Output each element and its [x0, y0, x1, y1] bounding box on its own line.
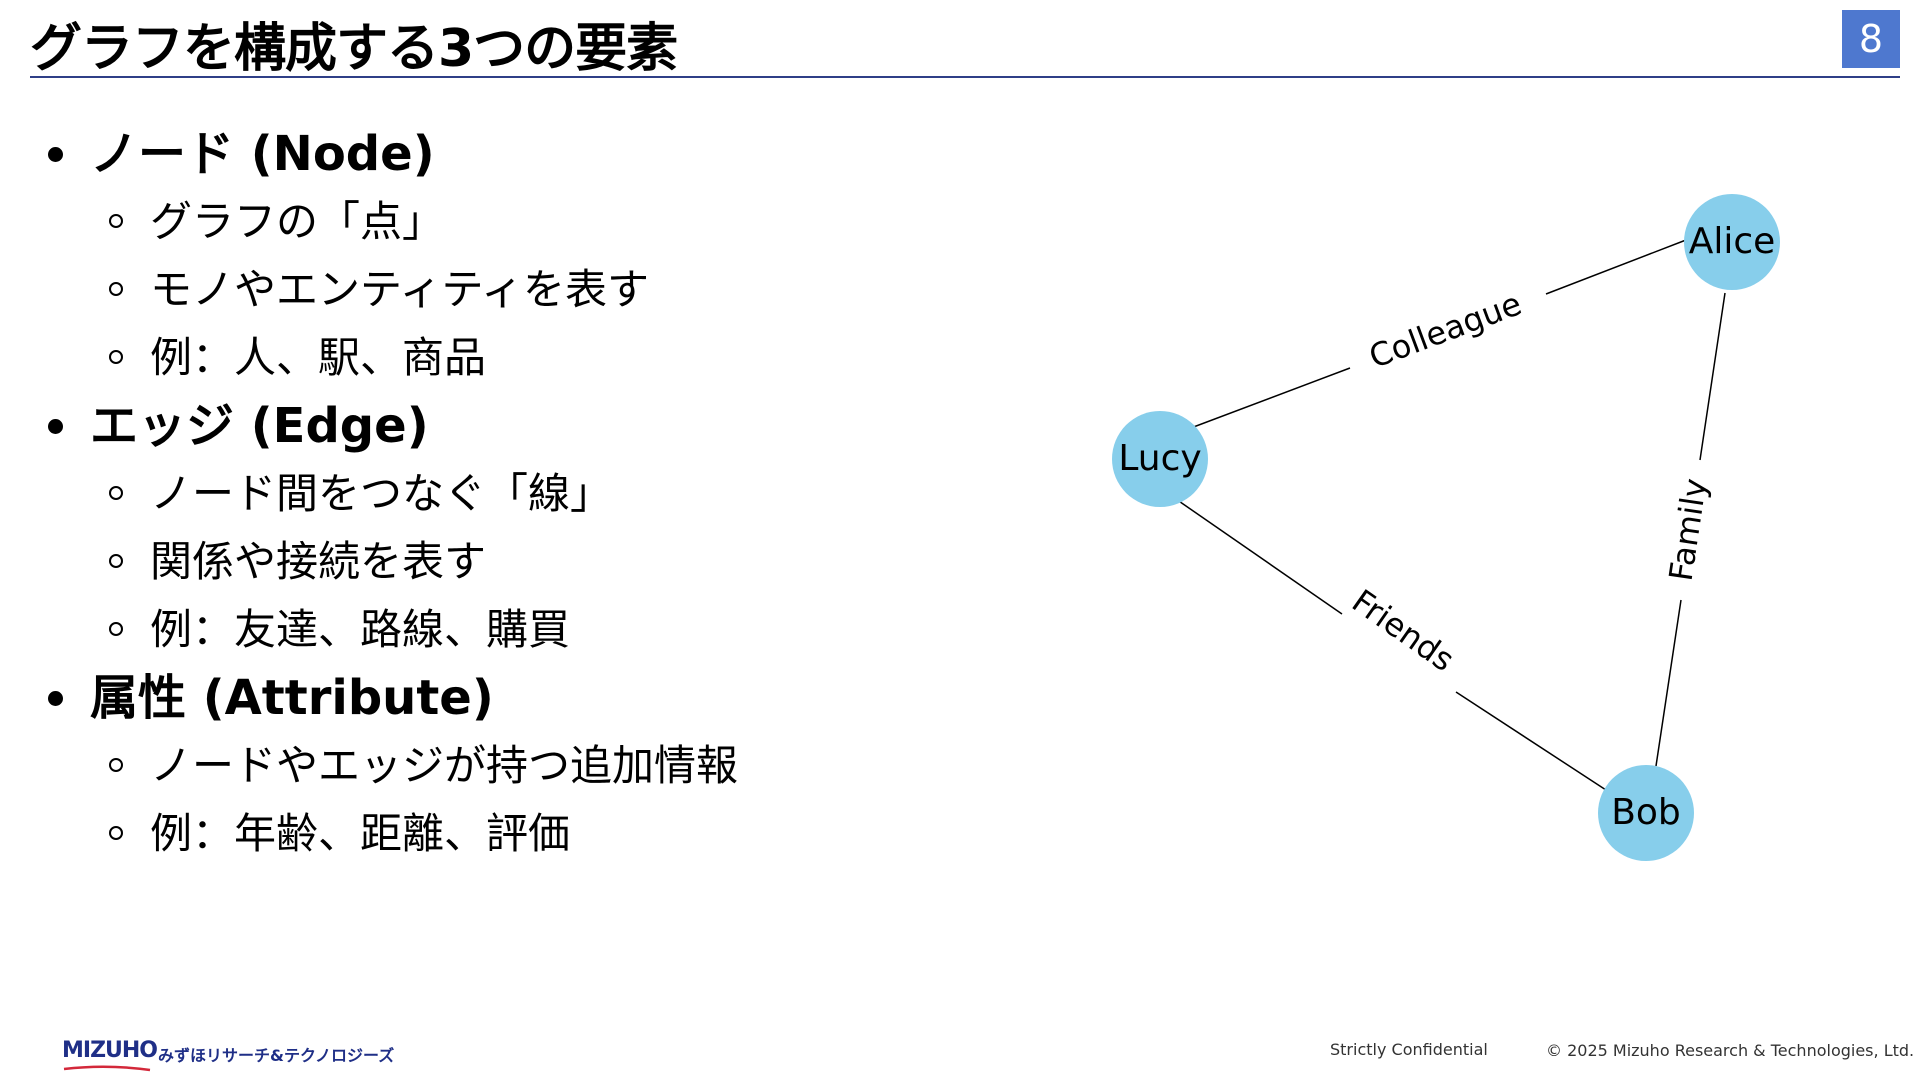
- confidential-label: Strictly Confidential: [1330, 1040, 1488, 1059]
- graph-diagram: Colleague Family Friends Alice Lucy Bob: [1112, 194, 1780, 861]
- edge-alice-bob: Family: [1655, 292, 1726, 767]
- node-bob: Bob: [1598, 765, 1694, 861]
- edge-label: Friends: [1345, 582, 1461, 679]
- section-heading: ノード (Node): [44, 120, 1004, 188]
- section-heading: エッジ (Edge): [44, 392, 1004, 460]
- edge-line: [1655, 599, 1682, 767]
- edge-label: Family: [1662, 476, 1715, 583]
- copyright-text: © 2025 Mizuho Research & Technologies, L…: [1546, 1041, 1915, 1060]
- node-circle: [1598, 765, 1694, 861]
- node-lucy: Lucy: [1112, 411, 1208, 507]
- title-divider: [30, 76, 1900, 78]
- section-heading: 属性 (Attribute): [44, 664, 1004, 732]
- node-circle: [1684, 194, 1780, 290]
- edge-label: Colleague: [1364, 284, 1527, 375]
- node-label: Lucy: [1118, 438, 1201, 479]
- section-node: ノード (Node) グラフの「点」 モノやエンティティを表す 例：人、駅、商品: [44, 120, 1004, 392]
- node-label: Bob: [1611, 792, 1681, 833]
- list-item: ノードやエッジが持つ追加情報: [44, 732, 1004, 800]
- logo-wordmark: MIZUHO: [62, 1038, 158, 1063]
- node-circle: [1112, 411, 1208, 507]
- list-item: グラフの「点」: [44, 188, 1004, 256]
- company-logo: MIZUHO みずほリサーチ&テクノロジーズ: [62, 1038, 402, 1074]
- list-item: 例：年齢、距離、評価: [44, 800, 1004, 868]
- logo-subtext: みずほリサーチ&テクノロジーズ: [158, 1046, 395, 1065]
- list-item: 例：友達、路線、購買: [44, 596, 1004, 664]
- edge-line: [1699, 292, 1726, 461]
- list-item: ノード間をつなぐ「線」: [44, 460, 1004, 528]
- edge-lucy-bob: Friends: [1159, 487, 1607, 791]
- node-alice: Alice: [1684, 194, 1780, 290]
- edge-lucy-alice: Colleague: [1158, 239, 1687, 441]
- logo-swoosh-icon: [63, 1065, 151, 1072]
- list-item: モノやエンティティを表す: [44, 256, 1004, 324]
- node-label: Alice: [1689, 221, 1776, 262]
- list-item: 例：人、駅、商品: [44, 324, 1004, 392]
- section-edge: エッジ (Edge) ノード間をつなぐ「線」 関係や接続を表す 例：友達、路線、…: [44, 392, 1004, 664]
- bullet-list: ノード (Node) グラフの「点」 モノやエンティティを表す 例：人、駅、商品…: [44, 120, 1004, 868]
- page-number-badge: 8: [1842, 10, 1900, 68]
- edge-line: [1159, 487, 1343, 615]
- slide-title: グラフを構成する3つの要素: [30, 19, 678, 79]
- edge-line: [1545, 239, 1687, 295]
- edge-line: [1455, 691, 1607, 791]
- list-item: 関係や接続を表す: [44, 528, 1004, 596]
- section-attribute: 属性 (Attribute) ノードやエッジが持つ追加情報 例：年齢、距離、評価: [44, 664, 1004, 868]
